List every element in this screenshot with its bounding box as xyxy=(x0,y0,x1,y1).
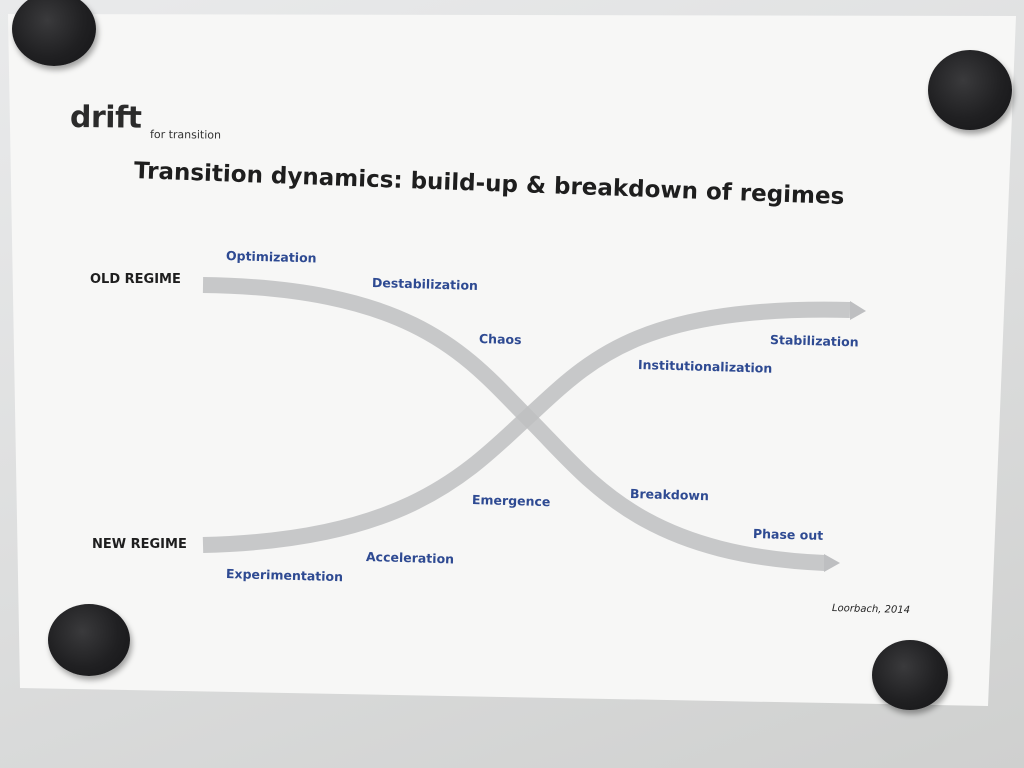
drift-logo: drift xyxy=(69,100,142,136)
phase-chaos: Chaos xyxy=(478,331,522,348)
old-regime-label: OLD REGIME xyxy=(90,272,181,287)
old-regime-arrowhead xyxy=(824,554,840,572)
source-credit: Loorbach, 2014 xyxy=(831,603,911,617)
phase-phase-out: Phase out xyxy=(752,526,824,543)
paper-sheet xyxy=(8,14,1016,706)
phase-acceleration: Acceleration xyxy=(365,549,455,567)
magnet-top-right xyxy=(928,50,1012,130)
new-regime-arrowhead xyxy=(850,301,866,320)
phase-destabilization: Destabilization xyxy=(371,275,479,293)
phase-optimization: Optimization xyxy=(225,248,317,266)
phase-stabilization: Stabilization xyxy=(769,332,859,350)
magnet-bottom-right xyxy=(872,640,948,710)
phase-experimentation: Experimentation xyxy=(225,566,344,585)
magnet-top-left xyxy=(12,0,96,66)
magnet-bottom-left xyxy=(48,604,130,676)
phase-breakdown: Breakdown xyxy=(629,486,710,504)
logo-tagline: for transition xyxy=(149,128,222,142)
new-regime-label: NEW REGIME xyxy=(92,537,187,552)
phase-emergence: Emergence xyxy=(471,492,551,510)
new-regime-curve xyxy=(202,301,851,553)
